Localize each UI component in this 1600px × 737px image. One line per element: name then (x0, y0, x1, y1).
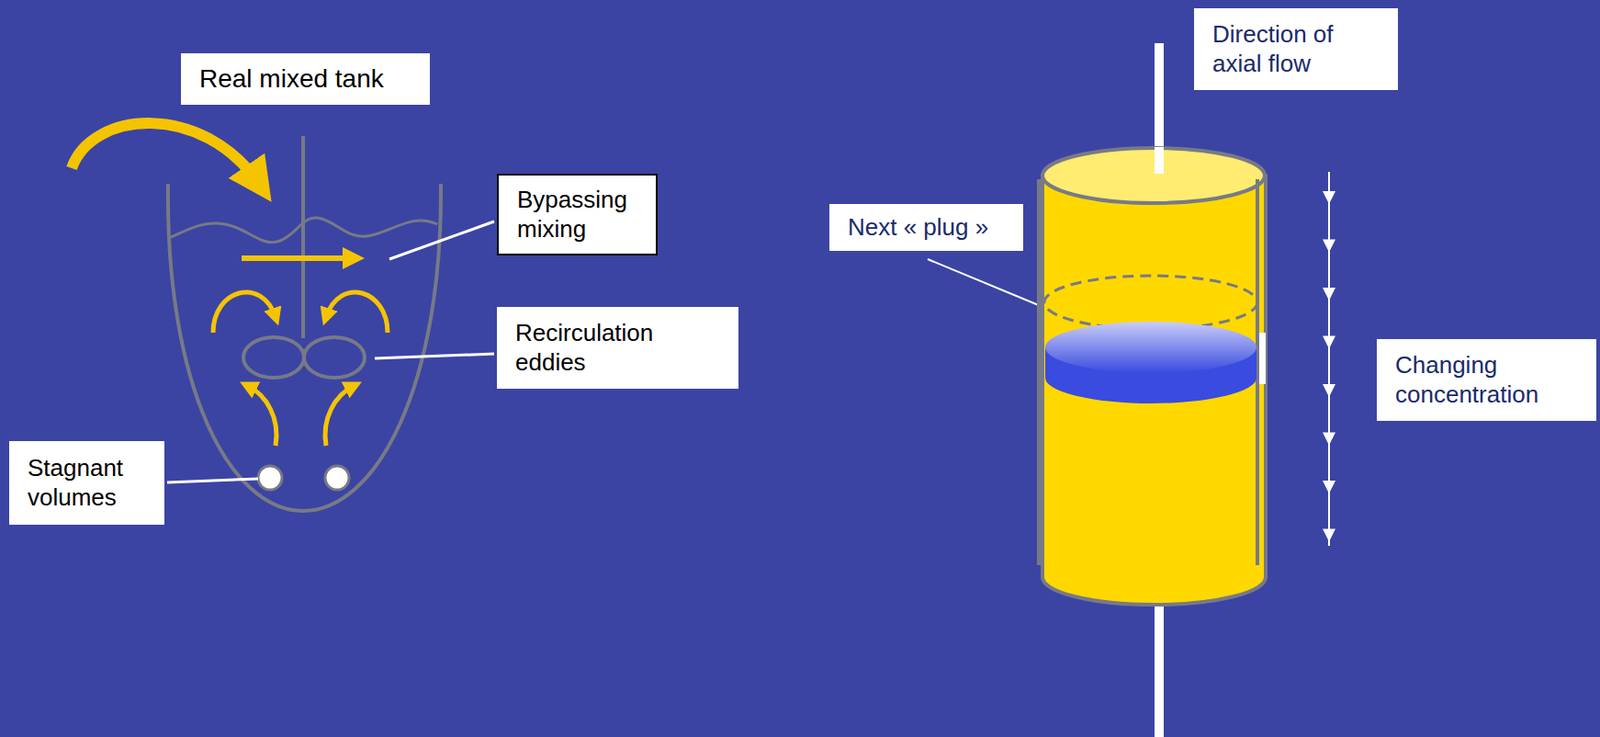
arrow-head (1322, 432, 1336, 446)
label-box: Direction of axial flow (1194, 8, 1398, 91)
label-box: Real mixed tank (180, 53, 430, 105)
arrow-head (1322, 529, 1336, 542)
label-box: Changing concentration (1376, 338, 1597, 421)
label-text: Next « plug » (847, 213, 989, 242)
label-text: Direction of axial flow (1212, 20, 1384, 78)
arrow-head (1322, 383, 1336, 397)
label-text: Changing concentration (1395, 350, 1582, 408)
label-box: Next « plug » (829, 203, 1024, 251)
arrow-head (1322, 191, 1336, 204)
label-box: Recirculation eddies (496, 306, 739, 389)
label-text: Real mixed tank (199, 63, 384, 95)
label-text: Recirculation eddies (515, 318, 724, 376)
plug-flow-reactor (1038, 43, 1266, 737)
label-box: Bypassing mixing (496, 173, 658, 256)
arrow-head (1322, 239, 1336, 253)
label-box: Stagnant volumes (9, 440, 165, 525)
flow-arrows (1322, 171, 1336, 546)
arrow-head (1322, 287, 1336, 301)
arrow-head (1322, 336, 1336, 350)
leader-lines (167, 221, 1041, 483)
label-text: Bypassing mixing (517, 185, 642, 243)
arrow-head (1322, 480, 1336, 494)
label-text: Stagnant volumes (27, 453, 150, 511)
